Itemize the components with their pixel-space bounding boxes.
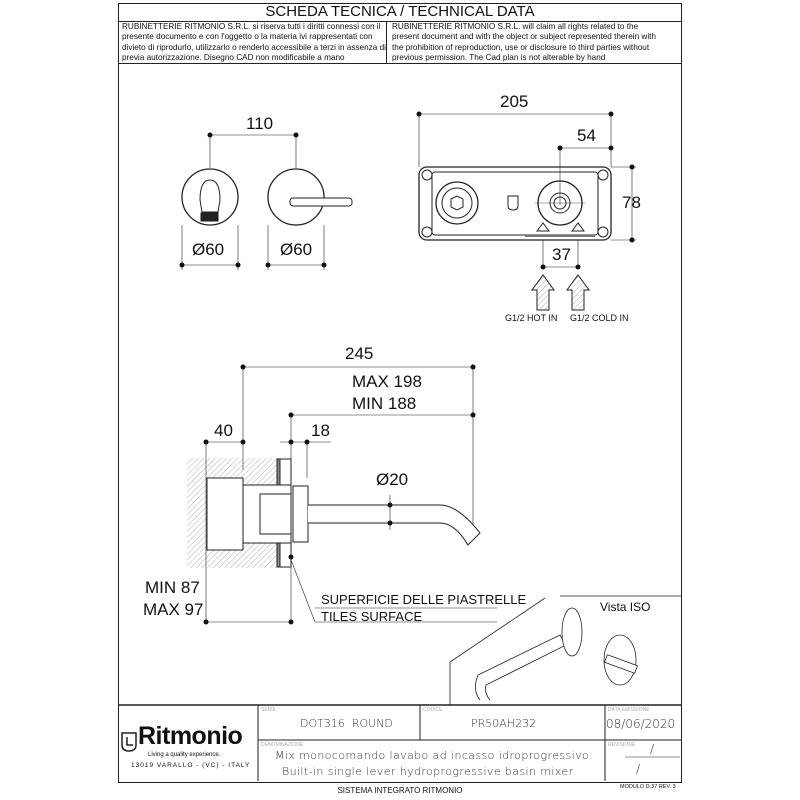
ritmonio-logo-icon	[121, 732, 137, 752]
dim-box-offset: 54	[577, 126, 596, 145]
dim-min-wall: MIN 87	[145, 578, 200, 597]
sheet-frame	[118, 3, 682, 783]
denominazione-label: DENOMINAZIONE	[261, 742, 304, 748]
codice-label: CODICE	[423, 707, 443, 713]
iso-view-label: Vista ISO	[600, 600, 651, 614]
tiles-surface-label-en: TILES SURFACE	[321, 609, 423, 624]
revisione-label: REVISIONE	[608, 742, 636, 748]
dim-max-projection: MAX 198	[352, 372, 422, 391]
dim-max-wall: MAX 97	[143, 600, 204, 619]
brand-tagline: Living a quality experience.	[148, 752, 221, 758]
dim-body-depth: 40	[214, 421, 233, 440]
brand-logo: Ritmonio	[138, 722, 243, 750]
iso-view	[449, 595, 682, 705]
serie-value: DOT316 ROUND	[300, 717, 393, 730]
codice-value: PR50AH232	[471, 717, 537, 730]
box-view	[418, 113, 636, 311]
dimension-dots	[179, 111, 635, 625]
title-block-lines	[118, 704, 682, 781]
dim-spout-diameter: Ø20	[376, 470, 409, 489]
hot-inlet-label: G1/2 HOT IN	[505, 313, 558, 323]
divider	[118, 63, 682, 64]
dim-inlet-spacing: 37	[552, 245, 571, 264]
dim-box-height: 78	[622, 193, 641, 212]
revisione-value-2: /	[636, 762, 641, 776]
revisione-value: /	[650, 742, 655, 756]
side-view	[187, 366, 497, 623]
dim-front-diameter-right: Ø60	[280, 240, 313, 259]
dim-overall-length: 245	[345, 344, 374, 363]
description-it: Mix monocomando lavabo ad incasso idropr…	[275, 749, 590, 762]
copyright-note-it: RUBINETTERIE RITMONIO S.R.L. si riserva …	[122, 22, 386, 63]
dim-front-diameter-left: Ø60	[192, 240, 225, 259]
brand-address: 13019 VARALLO - (VC) - ITALY	[131, 762, 251, 769]
divider	[386, 21, 387, 63]
tiles-surface-label-it: SUPERFICIE DELLE PIASTRELLE	[321, 592, 527, 607]
data-label: DATA EMISSIONE	[608, 707, 650, 713]
dim-min-projection: MIN 188	[352, 394, 417, 413]
data-value: 08/06/2020	[606, 717, 676, 731]
description-en: Built-in single lever hydroprogressive b…	[282, 765, 574, 778]
footer-module: MODULO D.37 REV. 3	[620, 784, 676, 790]
dim-front-distance: 110	[246, 114, 274, 133]
copyright-note-en: RUBINETTERIE RITMONIO S.R.L. will claim …	[392, 22, 656, 63]
dim-plate: 18	[311, 421, 330, 440]
dim-box-width: 205	[500, 92, 529, 111]
cold-inlet-label: G1/2 COLD IN	[570, 313, 629, 323]
sheet-title: SCHEDA TECNICA / TECHNICAL DATA	[118, 3, 682, 22]
serie-label: SERIE	[261, 707, 277, 713]
footer-system: SISTEMA INTEGRATO RITMONIO	[337, 786, 463, 795]
